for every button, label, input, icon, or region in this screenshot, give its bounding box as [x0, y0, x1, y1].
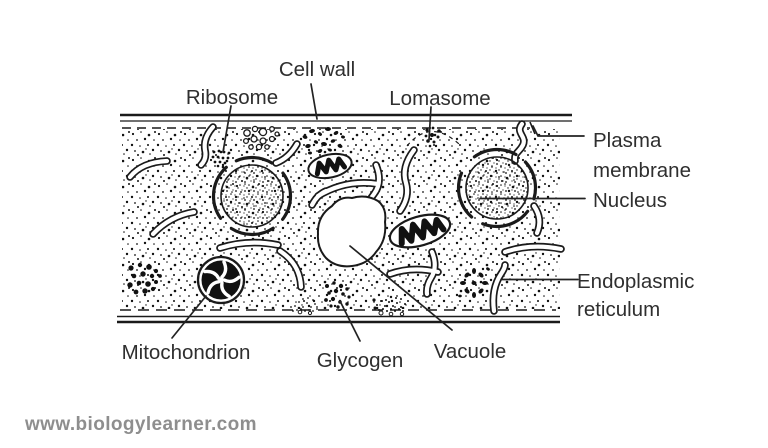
vacuole-shape — [316, 195, 387, 268]
pointer-lines — [171, 83, 586, 342]
nucleus-shape — [456, 147, 538, 229]
cristae — [203, 260, 241, 299]
glycogen-pointer — [339, 300, 361, 342]
mitochondrion-pointer — [171, 295, 207, 339]
cristae — [314, 156, 348, 177]
labels: Cell wall Ribosome Lomasome Plasma membr… — [122, 58, 695, 372]
stipple-mound-left — [292, 297, 318, 316]
left-vesicular-body — [211, 155, 293, 237]
vacuole-pointer — [349, 245, 453, 331]
glycogen-dots — [324, 281, 351, 309]
label-ribosome: Ribosome — [186, 86, 278, 109]
dense-granule-cluster-top — [302, 127, 345, 155]
label-endoplasmic-reticulum-2: reticulum — [577, 298, 660, 321]
label-mitochondrion: Mitochondrion — [122, 341, 251, 364]
vesicle-cluster — [242, 125, 280, 151]
plasma-membrane-pointer — [532, 125, 585, 137]
label-nucleus: Nucleus — [593, 189, 667, 212]
cell-wall-pointer — [310, 83, 318, 120]
mitochondrion-middle — [388, 213, 452, 249]
ribosome-pointer — [222, 105, 232, 153]
label-plasma-membrane-2: membrane — [593, 159, 691, 182]
label-lomasome: Lomasome — [389, 87, 490, 110]
lomasome-dots — [406, 126, 460, 148]
granule-rosette — [458, 267, 490, 298]
label-vacuole: Vacuole — [434, 340, 507, 363]
cristae — [398, 216, 447, 247]
stipple-mound-right — [372, 295, 406, 317]
label-endoplasmic-reticulum-1: Endoplasmic — [577, 270, 694, 293]
er-tubules-fill — [127, 121, 564, 314]
label-glycogen: Glycogen — [317, 349, 404, 372]
label-cell-wall: Cell wall — [279, 58, 355, 81]
lomasome-pointer — [428, 106, 432, 141]
watermark-text: www.biologylearner.com — [24, 414, 257, 435]
mitochondrion-top — [307, 152, 353, 180]
dense-granule-cluster-left — [127, 262, 162, 295]
label-plasma-membrane-1: Plasma — [593, 129, 662, 152]
mitochondrion-round — [196, 255, 246, 305]
